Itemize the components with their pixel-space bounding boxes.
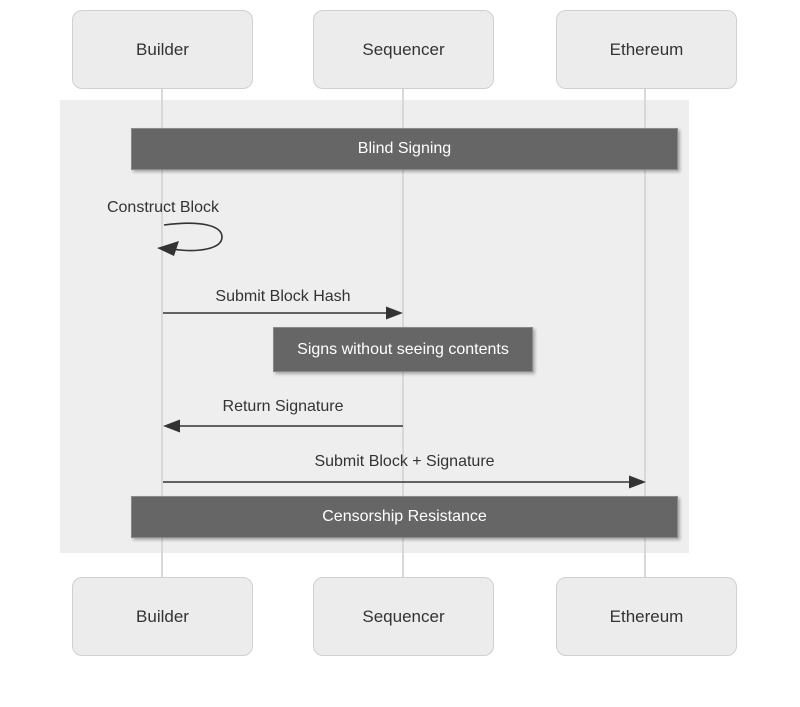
actor-ethereum-top-label: Ethereum bbox=[609, 39, 684, 59]
message-label-submit-block-hash: Submit Block Hash bbox=[215, 288, 351, 305]
highlight-background bbox=[60, 100, 689, 553]
message-label-return-signature: Return Signature bbox=[222, 398, 344, 415]
actor-ethereum-bottom: Ethereum bbox=[556, 577, 737, 656]
actor-ethereum-bottom-label: Ethereum bbox=[609, 606, 684, 626]
phase-bar-censorship-resistance-label: Censorship Resistance bbox=[322, 508, 487, 525]
actor-builder-top: Builder bbox=[72, 10, 253, 89]
actor-sequencer-bottom: Sequencer bbox=[313, 577, 494, 656]
actor-sequencer-top: Sequencer bbox=[313, 10, 494, 89]
actor-builder-bottom: Builder bbox=[72, 577, 253, 656]
phase-bar-blind-signing-label: Blind Signing bbox=[357, 140, 452, 157]
phase-bar-blind-signing: Blind Signing bbox=[131, 128, 678, 170]
note-signs-without-seeing-contents: Signs without seeing contents bbox=[273, 327, 533, 372]
lifeline-builder bbox=[161, 89, 163, 577]
phase-bar-censorship-resistance: Censorship Resistance bbox=[131, 496, 678, 538]
actor-ethereum-top: Ethereum bbox=[556, 10, 737, 89]
note-label: Signs without seeing contents bbox=[297, 340, 509, 358]
message-label-construct-block: Construct Block bbox=[106, 199, 220, 216]
actor-sequencer-bottom-label: Sequencer bbox=[362, 606, 445, 626]
message-label-submit-block-signature: Submit Block + Signature bbox=[314, 453, 495, 470]
actor-builder-bottom-label: Builder bbox=[136, 606, 189, 626]
actor-builder-top-label: Builder bbox=[136, 39, 189, 59]
actor-sequencer-top-label: Sequencer bbox=[362, 39, 445, 59]
lifeline-ethereum bbox=[644, 89, 646, 577]
